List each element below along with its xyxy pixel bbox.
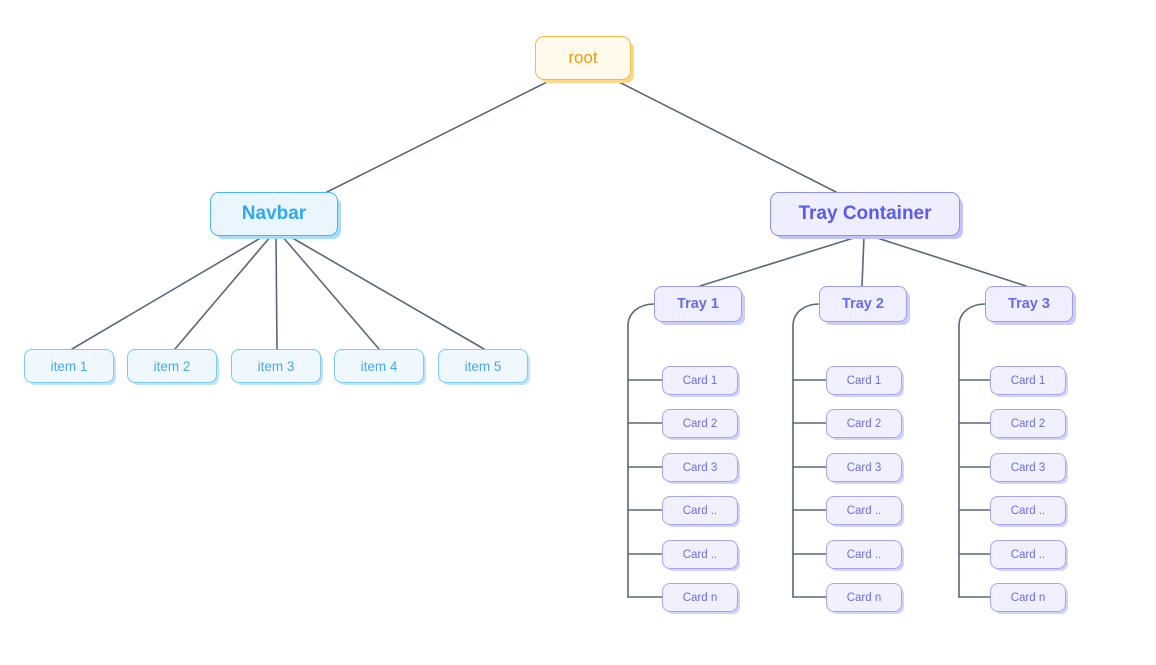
node-navbar-item-5[interactable]: item 5 [438, 349, 528, 383]
edge-navbar-item-5 [288, 235, 485, 350]
node-root[interactable]: root [535, 36, 631, 80]
node-tray-2-card-4[interactable]: Card .. [826, 496, 902, 525]
node-tray-container[interactable]: Tray Container [770, 192, 960, 236]
edge-traycontainer-tray-3 [870, 235, 1027, 287]
edge-tray-3-trunk [958, 303, 986, 598]
node-tray-2[interactable]: Tray 2 [819, 286, 907, 322]
node-tray-2-card-6[interactable]: Card n [826, 583, 902, 612]
edge-tray-1-trunk [627, 303, 655, 598]
node-tray-3-card-5[interactable]: Card .. [990, 540, 1066, 569]
node-navbar-item-1[interactable]: item 1 [24, 349, 114, 383]
node-tray-2-card-5[interactable]: Card .. [826, 540, 902, 569]
node-navbar-item-2[interactable]: item 2 [127, 349, 217, 383]
node-tray-2-card-3[interactable]: Card 3 [826, 453, 902, 482]
node-tray-1[interactable]: Tray 1 [654, 286, 742, 322]
node-tray-3[interactable]: Tray 3 [985, 286, 1073, 322]
node-tray-3-card-6[interactable]: Card n [990, 583, 1066, 612]
node-tray-3-card-2[interactable]: Card 2 [990, 409, 1066, 438]
edge-root-tray-container [614, 79, 837, 193]
edge-tray-2-trunk [792, 303, 820, 598]
edge-navbar-item-2 [174, 235, 272, 350]
node-tray-1-card-2[interactable]: Card 2 [662, 409, 738, 438]
edge-navbar-item-1 [71, 235, 265, 350]
node-navbar-item-3[interactable]: item 3 [231, 349, 321, 383]
node-tray-1-card-3[interactable]: Card 3 [662, 453, 738, 482]
node-tray-2-card-2[interactable]: Card 2 [826, 409, 902, 438]
edge-traycontainer-tray-1 [699, 235, 861, 287]
node-navbar-item-4[interactable]: item 4 [334, 349, 424, 383]
node-tray-1-card-6[interactable]: Card n [662, 583, 738, 612]
node-tray-1-card-1[interactable]: Card 1 [662, 366, 738, 395]
node-tray-3-card-4[interactable]: Card .. [990, 496, 1066, 525]
edge-root-navbar [326, 79, 552, 193]
node-tray-1-card-5[interactable]: Card .. [662, 540, 738, 569]
edge-navbar-item-4 [281, 235, 380, 350]
node-navbar[interactable]: Navbar [210, 192, 338, 236]
node-tray-3-card-1[interactable]: Card 1 [990, 366, 1066, 395]
node-tray-1-card-4[interactable]: Card .. [662, 496, 738, 525]
edge-traycontainer-tray-2 [861, 235, 865, 287]
edge-navbar-item-3 [275, 235, 278, 350]
node-tray-2-card-1[interactable]: Card 1 [826, 366, 902, 395]
node-tray-3-card-3[interactable]: Card 3 [990, 453, 1066, 482]
